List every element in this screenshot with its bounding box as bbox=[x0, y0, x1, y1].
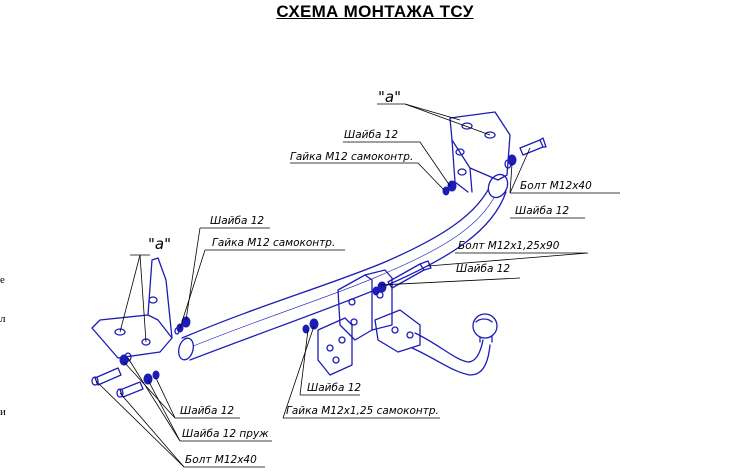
washer12-right-label: Шайба 12 bbox=[515, 205, 569, 217]
bolt125x90-label: Болт М12х1,25х90 bbox=[458, 240, 560, 252]
nut12-left-label: Гайка М12 самоконтр. bbox=[212, 237, 335, 249]
right-bracket bbox=[449, 111, 511, 193]
bolt12x40-right-label: Болт М12х40 bbox=[520, 180, 592, 192]
page-title: СХЕМА МОНТАЖА ТСУ bbox=[276, 2, 474, 21]
tow-ball-arm bbox=[411, 313, 498, 376]
center-mount bbox=[317, 269, 421, 376]
washer12-spring-label: Шайба 12 пруж bbox=[182, 428, 269, 440]
edge-fragment-2: л bbox=[0, 313, 6, 325]
lower-left-bolts bbox=[91, 352, 160, 398]
washer12-mid-label: Шайба 12 bbox=[456, 263, 510, 275]
washer12-top-label: Шайба 12 bbox=[344, 129, 398, 141]
washer12-lower-left-label: Шайба 12 bbox=[180, 405, 234, 417]
washer12-bottom-label: Шайба 12 bbox=[307, 382, 361, 394]
left-bracket bbox=[91, 257, 173, 359]
washer12-left-label: Шайба 12 bbox=[210, 215, 264, 227]
right-nut-washer bbox=[442, 180, 457, 196]
detail-a-left-label: "а" bbox=[148, 235, 171, 253]
nut125-bottom-label: Гайка М12х1,25 самоконтр. bbox=[286, 405, 439, 417]
center-bottom-nut bbox=[302, 318, 319, 334]
detail-a-top-label: "а" bbox=[378, 88, 401, 106]
nut12-top-label: Гайка М12 самоконтр. bbox=[290, 151, 413, 163]
edge-fragment-1: е bbox=[0, 274, 5, 286]
bolt12x40-left-label: Болт М12х40 bbox=[185, 454, 257, 466]
right-bolt bbox=[504, 137, 547, 169]
leader-lines bbox=[95, 103, 620, 468]
edge-fragment-3: и bbox=[0, 406, 6, 418]
